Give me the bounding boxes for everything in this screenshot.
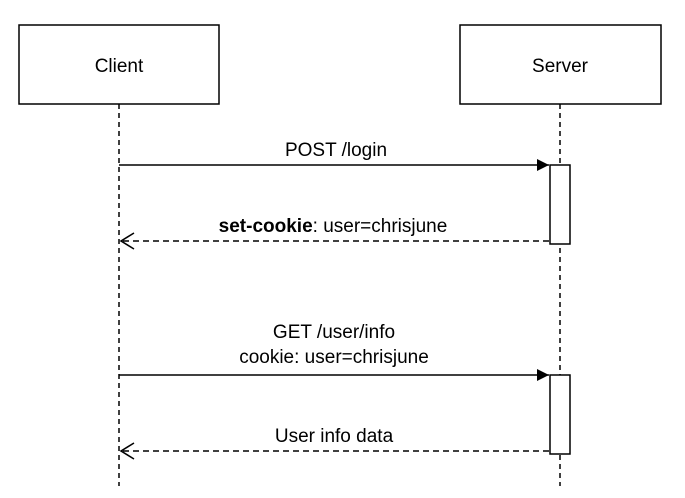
server-label: Server (532, 56, 589, 77)
set-cookie-label: set-cookie: user=chrisjune (219, 216, 448, 237)
get-user-info-label-line1: GET /user/info (273, 322, 395, 343)
set-cookie-header: set-cookie (219, 216, 313, 237)
client-label: Client (95, 56, 144, 77)
set-cookie-arrowhead (119, 232, 135, 250)
server-activation-2 (549, 374, 571, 455)
set-cookie-value: : user=chrisjune (313, 216, 448, 237)
post-login-label: POST /login (285, 140, 387, 161)
user-info-data-arrowhead (119, 442, 135, 460)
server-activation-1 (549, 164, 571, 245)
user-info-data-label: User info data (275, 426, 394, 447)
get-user-info-label-line2: cookie: user=chrisjune (239, 347, 429, 368)
client-box (18, 24, 220, 105)
client-participant: Client (18, 24, 220, 105)
server-box (459, 24, 662, 105)
server-participant: Server (459, 24, 662, 105)
